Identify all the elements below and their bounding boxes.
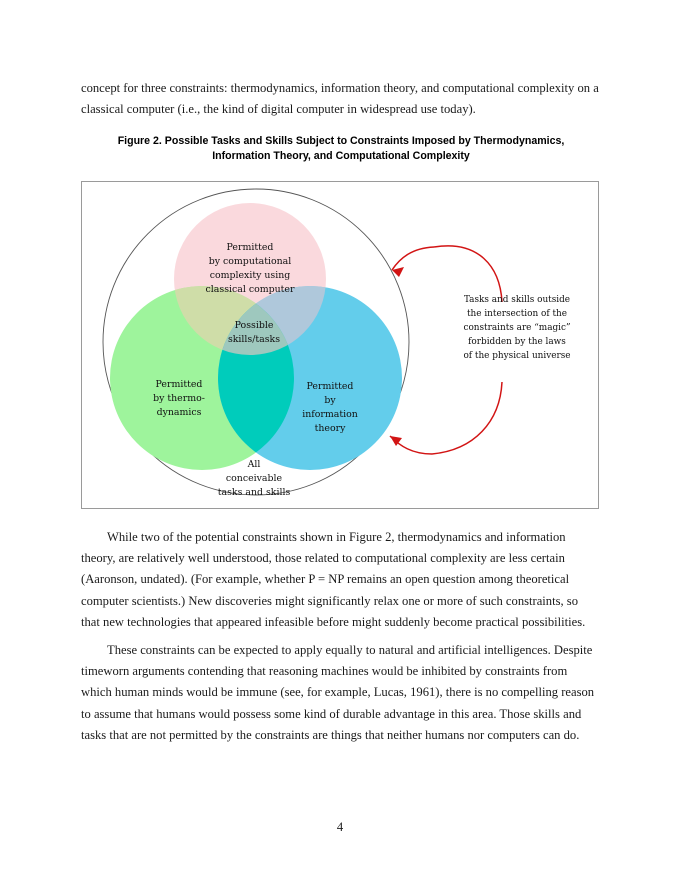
body-paragraph-2: These constraints can be expected to app…: [81, 640, 600, 746]
annotation-line-1: Tasks and skills outside: [464, 295, 570, 305]
figure-caption-line-1: Figure 2. Possible Tasks and Skills Subj…: [117, 135, 565, 147]
body-paragraph-1: While two of the potential constraints s…: [81, 527, 600, 633]
blue-label-line-3: information: [302, 409, 358, 420]
center-label-line-2: skills/tasks: [228, 334, 280, 345]
center-label: Possible skills/tasks: [228, 320, 280, 345]
outer-label-line-1: All: [247, 459, 261, 470]
annotation-arrowhead-lower: [390, 436, 402, 446]
pink-label-line-3: complexity using: [210, 270, 291, 281]
figure-frame: Permitted by computational complexity us…: [81, 181, 599, 509]
lead-paragraph: concept for three constraints: thermodyn…: [81, 81, 599, 117]
blue-label-line-2: by: [324, 395, 336, 406]
outer-label-line-2: conceivable: [226, 473, 283, 484]
figure-caption: Figure 2. Possible Tasks and Skills Subj…: [96, 134, 586, 164]
page-number: 4: [336, 820, 344, 834]
annotation-line-4: forbidden by the laws: [468, 337, 566, 347]
center-label-line-1: Possible: [235, 320, 274, 331]
blue-label-line-4: theory: [315, 423, 346, 434]
annotation-line-3: constraints are “magic”: [463, 322, 570, 333]
outer-label-line-3: tasks and skills: [218, 487, 291, 498]
pink-label-line-1: Permitted: [227, 242, 274, 253]
pink-label-line-4: classical computer: [206, 284, 295, 295]
annotation-arc-upper-tail: [391, 246, 435, 271]
green-circle-label: Permitted by thermo- dynamics: [153, 379, 205, 418]
annotation-arc-upper: [433, 245, 503, 303]
green-label-line-2: by thermo-: [153, 393, 205, 404]
blue-label-line-1: Permitted: [307, 381, 354, 392]
annotation-line-2: the intersection of the: [467, 309, 567, 319]
overlap-triple-possible: [218, 286, 294, 355]
annotation-text: Tasks and skills outside the intersectio…: [463, 295, 570, 361]
annotation-line-5: of the physical universe: [463, 351, 570, 361]
body-paragraph-2-text: These constraints can be expected to app…: [81, 643, 595, 742]
blue-circle-label: Permitted by information theory: [302, 381, 358, 434]
venn-diagram: Permitted by computational complexity us…: [102, 188, 571, 498]
pink-circle-label: Permitted by computational complexity us…: [206, 242, 295, 295]
pink-label-line-2: by computational: [209, 256, 292, 267]
green-label-line-3: dynamics: [157, 407, 202, 418]
annotation-arc-lower: [431, 381, 503, 455]
triple-overlap-group-b: [218, 286, 294, 355]
triple-overlap-group-a: [218, 286, 294, 355]
annotation-arrow-group: [389, 245, 503, 455]
body-paragraph-1-text: While two of the potential constraints s…: [81, 530, 586, 629]
outer-universe-circle: [102, 188, 410, 496]
green-label-line-1: Permitted: [156, 379, 203, 390]
outer-universe-label: All conceivable tasks and skills: [218, 459, 291, 498]
annotation-arrowhead-upper: [392, 267, 404, 277]
figure-caption-line-2: Information Theory, and Computational Co…: [212, 150, 470, 162]
